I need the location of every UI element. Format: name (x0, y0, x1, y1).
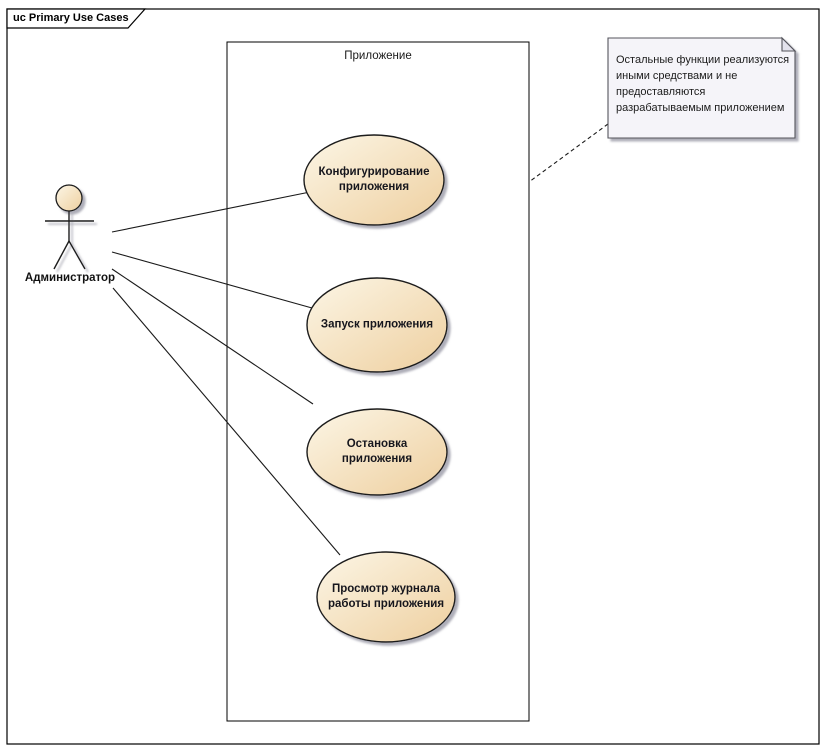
frame-title: uc Primary Use Cases (13, 12, 129, 24)
actor-administrator[interactable] (45, 184, 94, 270)
association-start (111, 251, 313, 309)
system-boundary-label: Приложение (344, 50, 412, 62)
actor-label: Администратор (24, 272, 116, 284)
diagram-frame-tab (6, 8, 147, 29)
use-case-start-app[interactable] (306, 277, 448, 373)
association-lines (111, 191, 341, 556)
association-viewlog (112, 287, 341, 556)
use-case-configure-app[interactable] (303, 134, 445, 226)
actor-head (55, 184, 83, 212)
note-text: Остальные функции реализуются иными сред… (616, 54, 790, 114)
note-body (607, 37, 796, 139)
actor-right-leg (68, 240, 86, 270)
use-case-view-log[interactable] (316, 551, 456, 643)
note-link-dashed-line (528, 123, 609, 183)
association-configure (111, 191, 311, 233)
association-stop (111, 268, 314, 405)
use-case-stop-app[interactable] (306, 408, 448, 496)
actor-left-leg (53, 240, 70, 270)
note-shape[interactable] (607, 36, 797, 139)
diagram-frame-border (6, 8, 820, 745)
note-folded-corner (781, 36, 797, 52)
